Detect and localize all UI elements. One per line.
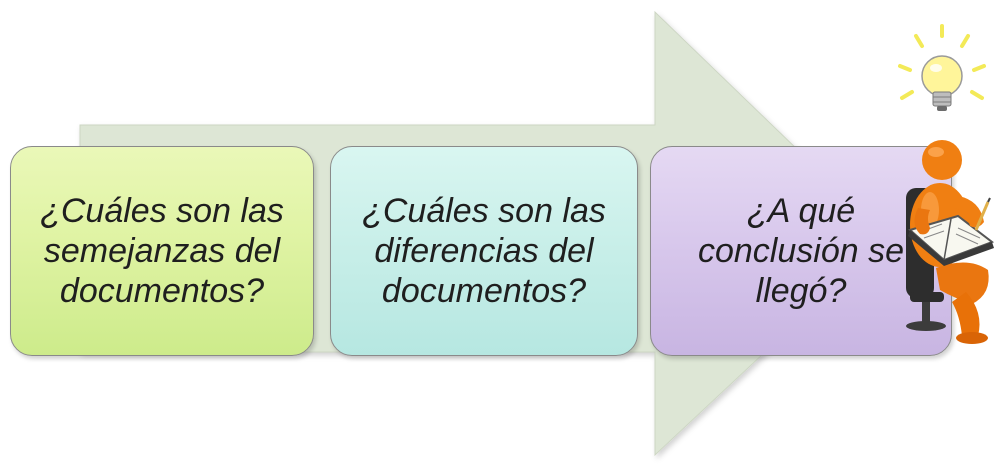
step-conclusion: ¿A qué conclusión se llegó? (650, 146, 952, 356)
thinking-person-figure (898, 24, 995, 344)
step-diferencias-text: ¿Cuáles son las diferencias del document… (362, 192, 606, 310)
step-diferencias: ¿Cuáles son las diferencias del document… (330, 146, 638, 356)
step-semejanzas-text: ¿Cuáles son las semejanzas del documento… (40, 192, 284, 310)
step-conclusion-text: ¿A qué conclusión se llegó? (697, 192, 904, 310)
step-semejanzas: ¿Cuáles son las semejanzas del documento… (10, 146, 314, 356)
lightbulb-icon (898, 24, 986, 111)
